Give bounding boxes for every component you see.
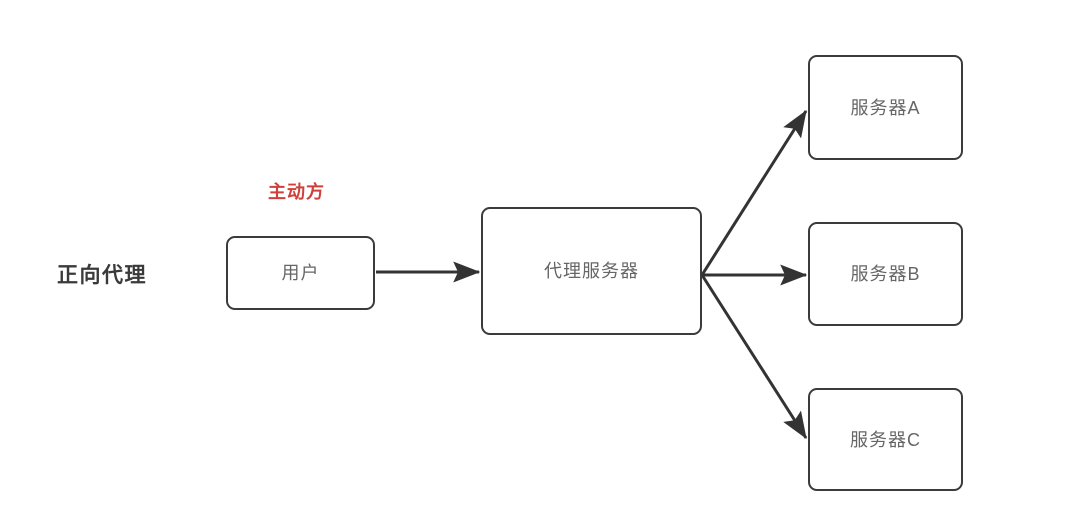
annotation-initiator: 主动方: [268, 182, 325, 202]
node-server-b[interactable]: 服务器B: [808, 222, 963, 326]
page-title: 正向代理: [57, 264, 147, 287]
node-server-c-label: 服务器C: [850, 429, 921, 450]
node-proxy-server[interactable]: 代理服务器: [481, 207, 702, 335]
node-server-a[interactable]: 服务器A: [808, 55, 963, 160]
node-server-c[interactable]: 服务器C: [808, 388, 963, 491]
edge-proxy-to-server-a: [700, 109, 808, 276]
edge-proxy-to-server-c: [700, 274, 808, 440]
node-server-b-label: 服务器B: [850, 264, 921, 284]
node-server-a-label: 服务器A: [850, 97, 921, 118]
node-user[interactable]: 用户: [226, 236, 375, 310]
node-user-label: 用户: [281, 263, 320, 283]
node-proxy-server-label: 代理服务器: [544, 261, 639, 281]
